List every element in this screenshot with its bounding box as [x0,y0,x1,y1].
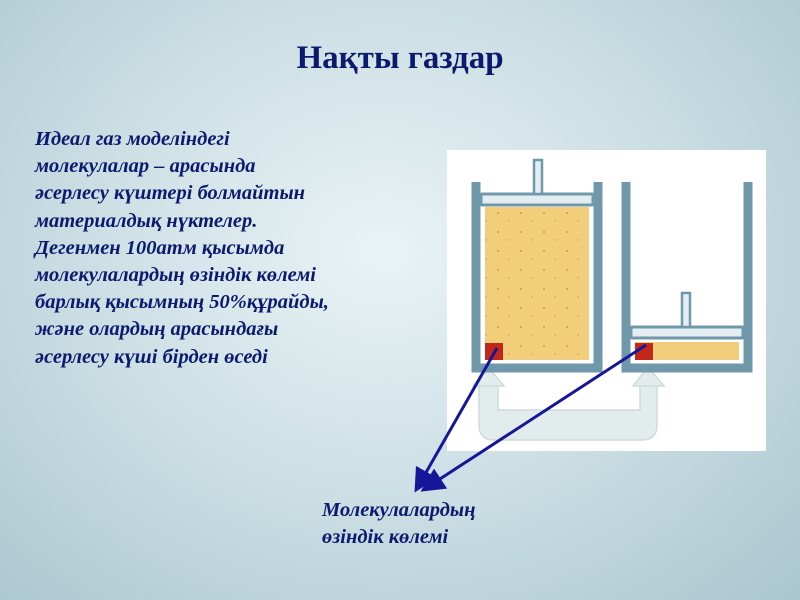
body-line: және олардың арасындағы [35,318,279,341]
body-line: барлық қысымның 50%құрайды, [35,291,329,314]
caption-line: Молекулалардың [322,499,476,521]
right-piston-rod [680,291,692,329]
slide-title: Нақты газдар [296,40,504,76]
molecule-volume-caption: Молекулалардың өзіндік көлемі [322,497,476,551]
body-line: Идеал газ моделіндегі [35,128,230,150]
body-line: молекулалар – арасында [35,155,256,178]
left-cylinder [471,158,603,373]
right-cylinder-gas [635,342,739,360]
caption-line: өзіндік көлемі [322,526,449,548]
body-line: материалдық нүктелер. [35,209,258,232]
right-cylinder-wall [621,182,753,373]
body-line: Дегенмен 100атм қысымда [35,236,285,259]
right-piston [629,325,745,340]
right-molecule-volume [635,343,653,360]
gas-compression-diagram [447,150,766,451]
body-line: әсерлесу күштері болмайтын [35,182,306,205]
body-text: Идеал газ моделіндегі молекулалар – арас… [35,126,435,371]
body-line: әсерлесу күші бірден өседі [35,345,268,368]
left-cylinder-molecules [485,207,589,360]
left-piston-rod [532,158,544,196]
left-piston [479,192,595,207]
left-molecule-volume [485,343,503,360]
body-line: молекулалардың өзіндік көлемі [35,264,316,287]
